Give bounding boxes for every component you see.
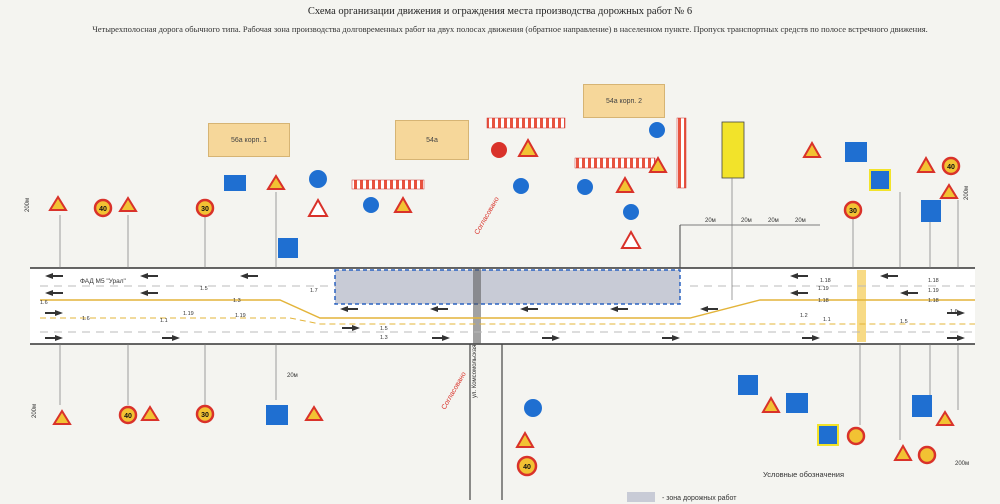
building-54a: 54а	[395, 120, 469, 160]
marking-label-3: 1.6	[82, 316, 90, 322]
distance-label-right-bottom: 200м	[955, 461, 969, 467]
speed-limit-sign-3: 40	[124, 413, 132, 420]
legend-work-zone-swatch	[627, 492, 655, 502]
marking-label-12: 1.18	[928, 298, 939, 304]
segment-length-1: 20м	[705, 218, 716, 224]
marking-label-20: 1.6	[40, 300, 48, 306]
segment-length-3: 20м	[768, 218, 779, 224]
marking-label-17: 1.6	[950, 309, 958, 315]
pedestrian-crossing-left	[473, 268, 481, 344]
temp-marking-yellow	[40, 317, 975, 325]
speed-limit-sign-2: 30	[201, 206, 209, 213]
building-56a-k1: 56а корп. 1	[208, 123, 290, 157]
lane-arrows	[45, 273, 965, 341]
marking-label-4: 1.1	[160, 318, 168, 324]
distance-label-left-top: 200м	[25, 198, 31, 212]
segment-length-5: 20м	[287, 373, 298, 379]
segment-length-2: 20м	[741, 218, 752, 224]
marking-label-13: 1.19	[928, 288, 939, 294]
pedestrian-crossing-right	[857, 270, 866, 342]
barriers	[351, 117, 687, 190]
marking-label-15: 1.1	[823, 317, 831, 323]
approval-stamp-1: Согласовано	[474, 196, 501, 236]
marking-label-11: 1.18	[818, 298, 829, 304]
building-54a-k2: 54а корп. 2	[583, 84, 665, 118]
marking-label-16: 1.5	[900, 319, 908, 325]
axial-marking-yellow	[40, 299, 975, 319]
marking-label-1: 1.5	[200, 286, 208, 292]
cross-street-label: ул. Комсомольская	[472, 345, 478, 398]
road-name-label: ФАД М5 "Урал"	[80, 278, 127, 285]
speed-limit-sign-6: 30	[849, 208, 857, 215]
marking-label-10: 1.19	[818, 286, 829, 292]
legend-title: Условные обозначения	[763, 470, 844, 479]
marking-label-7: 1.7	[310, 288, 318, 294]
marking-label-14: 1.2	[800, 313, 808, 319]
speed-limit-sign-7: 40	[947, 164, 955, 171]
sign-poles	[59, 178, 959, 440]
distance-label-left-bottom: 200м	[32, 404, 38, 418]
speed-limit-sign-1: 40	[99, 206, 107, 213]
work-zone	[334, 269, 681, 305]
marking-label-8: 1.18	[820, 278, 831, 284]
legend-work-zone-label: - зона дорожных работ	[662, 494, 737, 502]
marking-label-6: 1.19	[235, 313, 246, 319]
marking-label-18: 1.5	[380, 326, 388, 332]
speed-limit-sign-4: 30	[201, 412, 209, 419]
marking-label-9: 1.18	[928, 278, 939, 284]
scheme-subtitle: Четырехполосная дорога обычного типа. Ра…	[92, 24, 928, 34]
approval-stamp-2: Согласовано	[441, 371, 468, 411]
segment-length-4: 20м	[795, 218, 806, 224]
marking-label-19: 1.3	[380, 335, 388, 341]
marking-label-5: 1.19	[183, 311, 194, 317]
road-signs	[48, 121, 961, 477]
marking-label-2: 1.3	[233, 298, 241, 304]
distance-label-right-top: 200м	[964, 186, 970, 200]
speed-limit-sign-5: 40	[523, 464, 531, 471]
scheme-title: Схема организации движения и ограждения …	[307, 6, 693, 17]
